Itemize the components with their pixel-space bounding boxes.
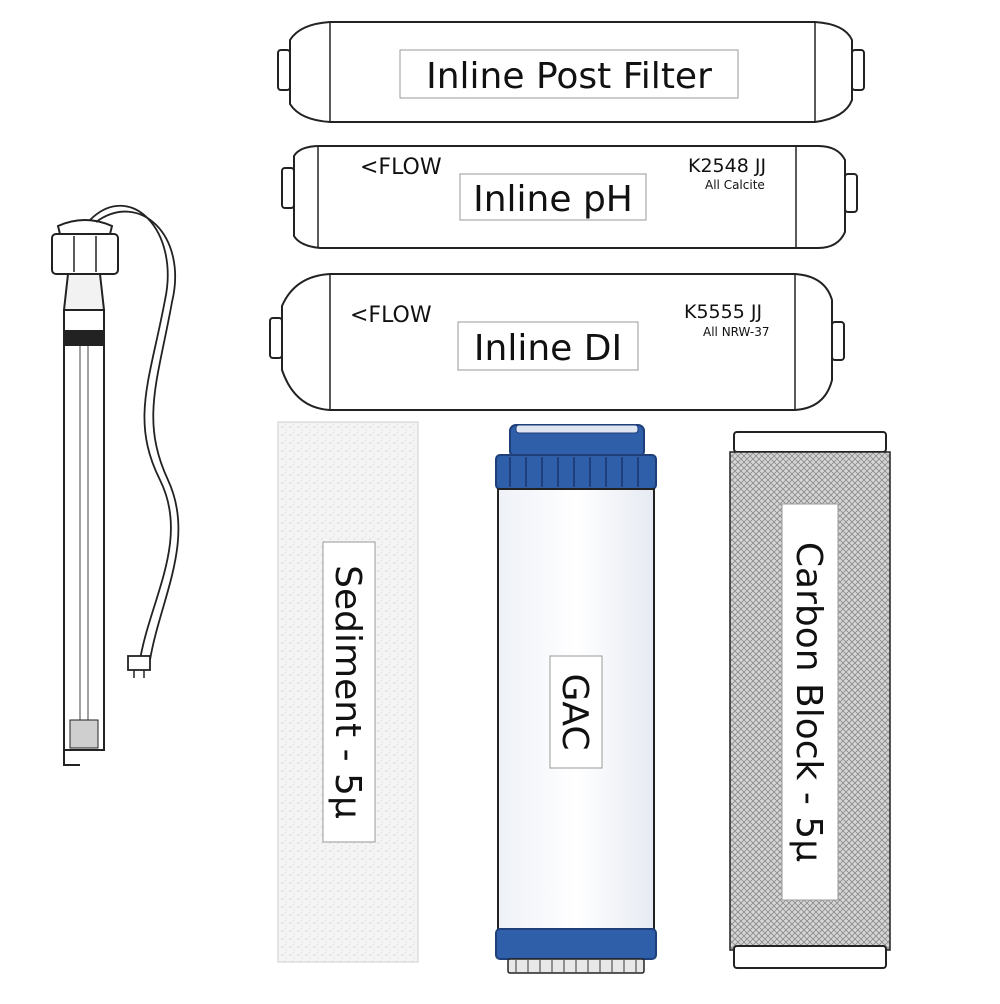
ph-flow-label: <FLOW — [360, 155, 442, 180]
carbon-block-cartridge: Carbon Block - 5μ — [729, 431, 891, 969]
sediment-label: Sediment - 5μ — [327, 565, 368, 819]
ph-filter-label: Inline pH — [473, 179, 633, 220]
sediment-cartridge: Sediment - 5μ — [277, 421, 419, 963]
di-filter-label: Inline DI — [474, 328, 622, 369]
ph-code: K2548 JJ — [688, 155, 766, 177]
post-filter-label: Inline Post Filter — [426, 56, 712, 97]
carbon-label: Carbon Block - 5μ — [788, 542, 829, 862]
inline-di-filter: <FLOW Inline DI K5555 JJ All NRW-37 — [269, 273, 845, 411]
uv-lamp-icon — [51, 204, 180, 766]
gac-cartridge: GAC — [495, 424, 657, 974]
inline-post-filter: Inline Post Filter — [277, 21, 865, 123]
gac-label: GAC — [554, 673, 595, 750]
di-media: All NRW-37 — [703, 325, 770, 339]
di-code: K5555 JJ — [684, 301, 762, 323]
inline-ph-filter: <FLOW Inline pH K2548 JJ All Calcite — [281, 145, 858, 249]
ph-media: All Calcite — [705, 178, 765, 192]
di-flow-label: <FLOW — [350, 303, 432, 328]
